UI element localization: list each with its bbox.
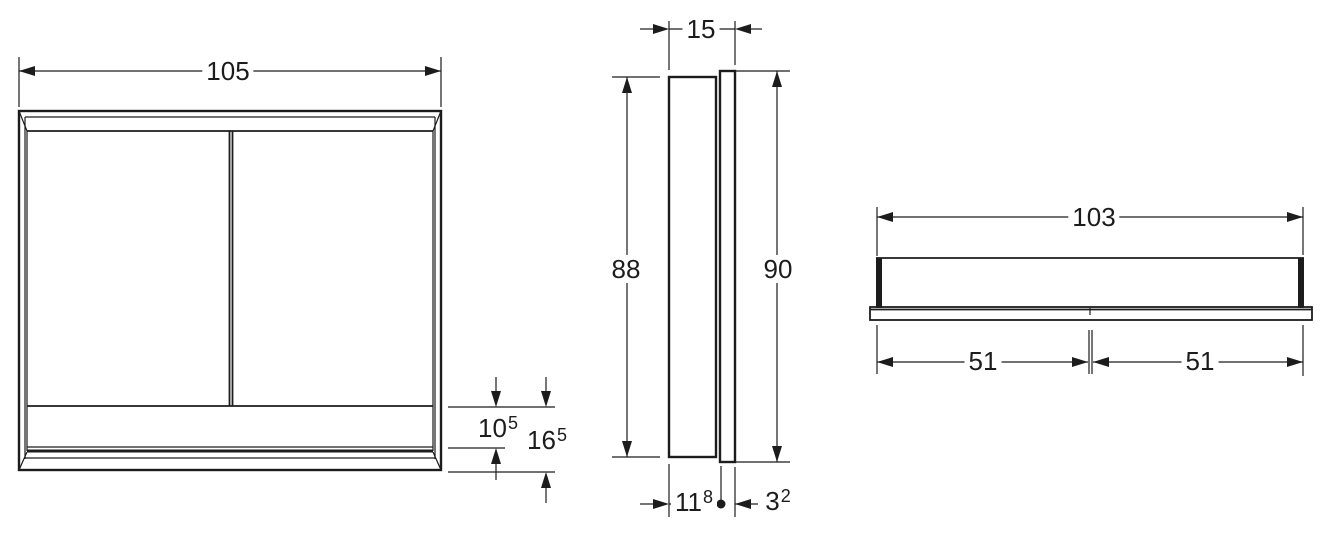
front-view-outline: [17, 109, 443, 472]
side-back-panel-depth-base: 3: [765, 486, 780, 516]
front-width-label: 105: [202, 57, 254, 85]
side-body-depth-label: 118: [670, 487, 718, 517]
side-body-height-label: 88: [607, 255, 645, 283]
top-right-half-label: 51: [1181, 347, 1219, 375]
front-lower-total-base: 16: [527, 425, 556, 455]
side-body-depth-sup: 8: [702, 487, 714, 507]
side-view-outline: [667, 69, 737, 464]
side-back-panel-depth-label: 32: [761, 486, 795, 516]
side-depth-label: 15: [682, 15, 720, 43]
front-lower-total-sup: 5: [556, 425, 567, 445]
front-lower-inset-sup: 5: [507, 413, 518, 433]
front-lower-inset-base: 10: [478, 413, 507, 443]
side-total-height-label: 90: [759, 255, 797, 283]
front-lower-dimensions: [448, 377, 555, 503]
front-lower-inset-label: 105: [474, 414, 522, 442]
front-lower-total-label: 165: [523, 426, 571, 454]
side-body-depth-base: 11: [674, 487, 702, 517]
top-half-width-dimensions: [876, 325, 1304, 376]
top-left-half-label: 51: [964, 347, 1002, 375]
top-width-label: 103: [1068, 203, 1120, 231]
side-back-panel-depth-sup: 2: [780, 486, 791, 506]
top-view-outline: [869, 257, 1313, 321]
side-depth-dimension: [640, 21, 762, 70]
